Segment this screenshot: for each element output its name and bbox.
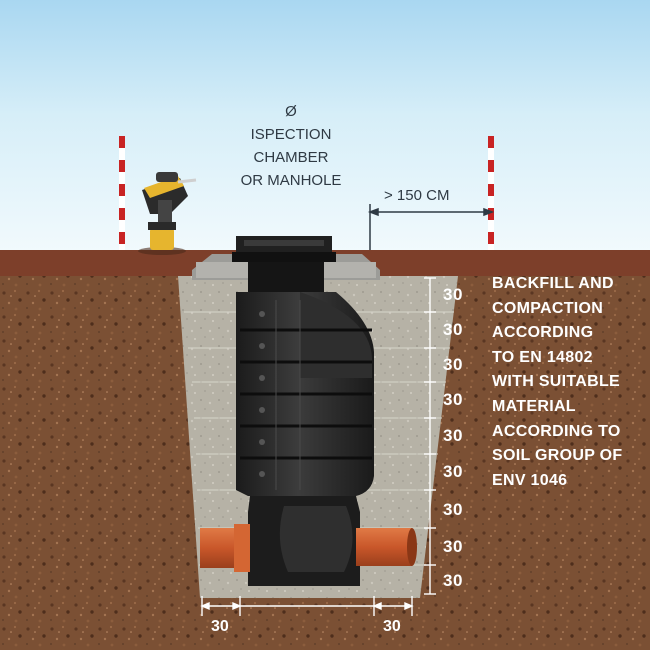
bottom-clearance-right-label: 30 [383,618,401,635]
inspection-chamber [236,262,374,586]
chamber-label: Ø ISPECTION CHAMBER OR MANHOLE [226,100,356,192]
sky [0,0,650,255]
bottom-clearance-left-label: 30 [211,618,229,635]
layer-label-1: 30 [443,285,463,304]
backfill-note-line-4: TO EN 14802 [492,348,593,366]
layer-label-6: 30 [443,462,463,481]
backfill-note-line-3: ACCORDING [492,324,594,342]
diameter-symbol: Ø [285,103,297,120]
layer-label-5: 30 [443,426,463,445]
backfill-note-line-7: ACCORDING TO [492,422,621,440]
layer-label-3: 30 [443,355,463,374]
inlet-outlet-pipes [200,524,417,572]
layer-label-9: 30 [443,571,463,590]
chamber-label-line-1: ISPECTION [250,126,332,143]
backfill-note-line-5: WITH SUITABLE [492,373,621,391]
backfill-note: BACKFILL AND COMPACTION ACCORDING TO EN … [492,272,622,493]
backfill-note-line-2: COMPACTION [492,299,604,317]
marker-pole-left [119,136,125,250]
bottom-clearance-dimension [200,596,414,616]
backfill-note-line-1: BACKFILL AND [492,275,614,292]
layer-label-8: 30 [443,537,463,556]
backfill-note-line-6: MATERIAL [492,397,576,415]
chamber-label-line-2: CHAMBER [253,149,329,166]
layer-label-2: 30 [443,320,463,339]
backfill-note-line-9: ENV 1046 [492,471,568,489]
manhole-cover [232,236,336,262]
chamber-label-line-3: OR MANHOLE [240,172,342,189]
layer-label-7: 30 [443,500,463,519]
backfill-note-line-8: SOIL GROUP OF [492,447,623,465]
distance-label: > 150 CM [384,187,450,204]
layer-label-4: 30 [443,390,463,409]
distance-dimension-line [367,204,495,250]
compactor-rammer [138,172,197,255]
layer-dimension-ticks [424,277,436,595]
marker-pole-right [488,136,494,250]
